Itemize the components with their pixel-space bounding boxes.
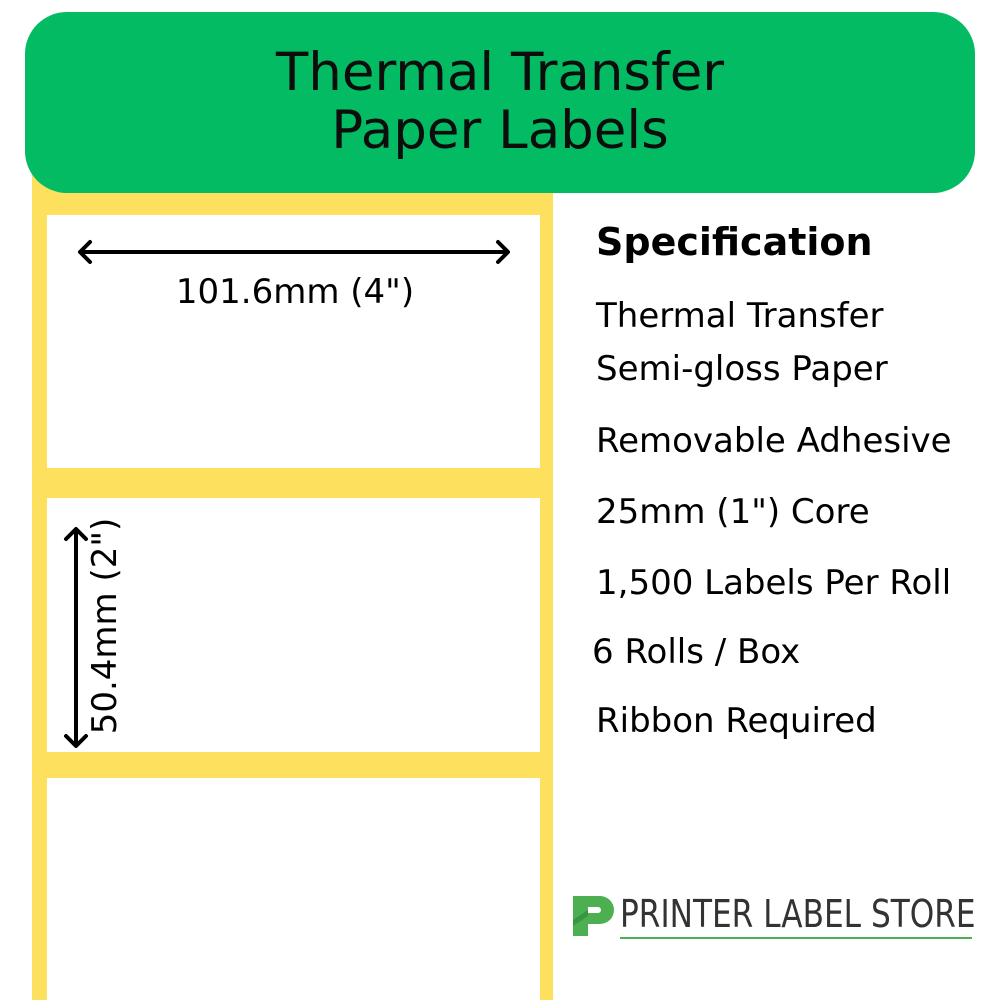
spec-item: 6 Rolls / Box xyxy=(592,632,801,672)
brand-underline xyxy=(620,937,972,939)
label-1 xyxy=(47,215,540,468)
specification-heading: Specification xyxy=(596,220,873,264)
spec-item: Removable Adhesive xyxy=(596,421,952,461)
spec-item: 1,500 Labels Per Roll xyxy=(596,563,952,603)
spec-item: Ribbon Required xyxy=(596,701,877,741)
label-2 xyxy=(47,498,540,752)
brand-name: PRINTER LABEL STORE xyxy=(620,892,976,936)
height-double-arrow-icon xyxy=(64,527,88,748)
banner-title-line1: Thermal Transfer xyxy=(275,42,725,103)
spec-item: Semi-gloss Paper xyxy=(596,349,888,389)
brand-logo: PRINTER LABEL STORE xyxy=(570,890,976,942)
width-double-arrow-icon xyxy=(78,240,510,264)
width-dimension-label: 101.6mm (4") xyxy=(175,272,415,312)
height-dimension-label: 50.4mm (2") xyxy=(85,517,125,735)
spec-item: 25mm (1") Core xyxy=(596,492,870,532)
label-3 xyxy=(47,778,540,1000)
banner-title-line2: Paper Labels xyxy=(331,100,669,161)
p-logo-icon xyxy=(573,896,614,936)
spec-item: Thermal Transfer xyxy=(596,296,884,336)
title-banner: Thermal Transfer Paper Labels xyxy=(25,12,975,193)
